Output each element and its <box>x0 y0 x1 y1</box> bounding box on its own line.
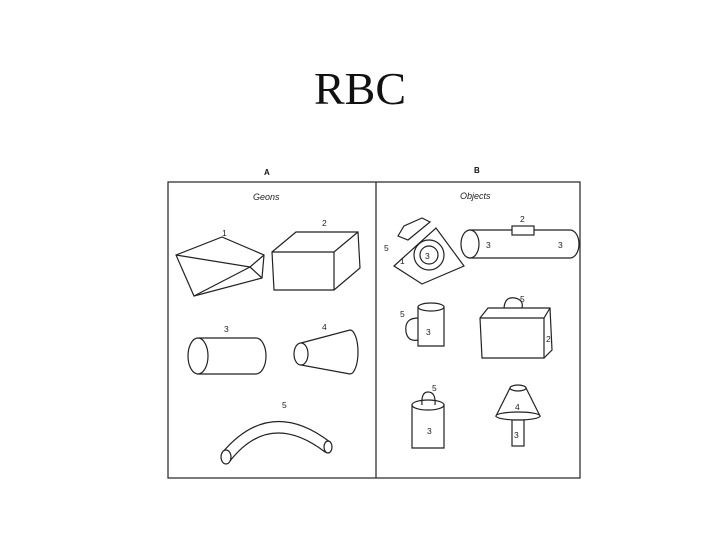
flashlight-label-2: 2 <box>520 214 525 224</box>
bucket-label-3: 3 <box>427 426 432 436</box>
geon-curved-tube: 5 <box>221 400 332 464</box>
telephone-label-5: 5 <box>384 243 389 253</box>
object-flashlight: 2 3 3 <box>461 214 579 258</box>
mug-label-3: 3 <box>426 327 431 337</box>
object-bucket: 5 3 <box>412 383 444 448</box>
lamp-label-4: 4 <box>515 402 520 412</box>
geon-label-3: 3 <box>224 324 229 334</box>
panel-a-title: Geons <box>253 192 280 202</box>
object-briefcase: 5 2 <box>480 294 552 358</box>
geon-diagram: A B Geons Objects 1 2 3 4 5 5 <box>160 160 590 482</box>
flashlight-label-3b: 3 <box>558 240 563 250</box>
geon-cuboid: 2 <box>272 218 360 290</box>
telephone-label-3: 3 <box>425 251 430 261</box>
flashlight-label-3a: 3 <box>486 240 491 250</box>
geon-cylinder: 3 <box>188 324 266 374</box>
geon-label-1: 1 <box>222 228 227 238</box>
telephone-label-1: 1 <box>400 256 405 266</box>
slide-title: RBC <box>0 62 720 115</box>
mug-label-5: 5 <box>400 309 405 319</box>
object-telephone: 5 3 1 <box>384 218 464 284</box>
geon-label-2: 2 <box>322 218 327 228</box>
panel-b-title: Objects <box>460 191 491 201</box>
object-mug: 5 3 <box>400 303 444 346</box>
geon-wedge-prism: 1 <box>176 228 264 296</box>
geon-label-4: 4 <box>322 322 327 332</box>
lamp-label-3: 3 <box>514 430 519 440</box>
geon-label-5: 5 <box>282 400 287 410</box>
geon-figure: A B Geons Objects 1 2 3 4 5 5 <box>160 160 590 482</box>
briefcase-label-5: 5 <box>520 294 525 304</box>
object-lamp: 4 3 <box>496 385 540 446</box>
geon-cone-frustum: 4 <box>294 322 358 374</box>
panel-b-letter: B <box>474 166 480 175</box>
briefcase-label-2: 2 <box>546 334 551 344</box>
panel-a-letter: A <box>264 168 270 177</box>
bucket-label-5: 5 <box>432 383 437 393</box>
